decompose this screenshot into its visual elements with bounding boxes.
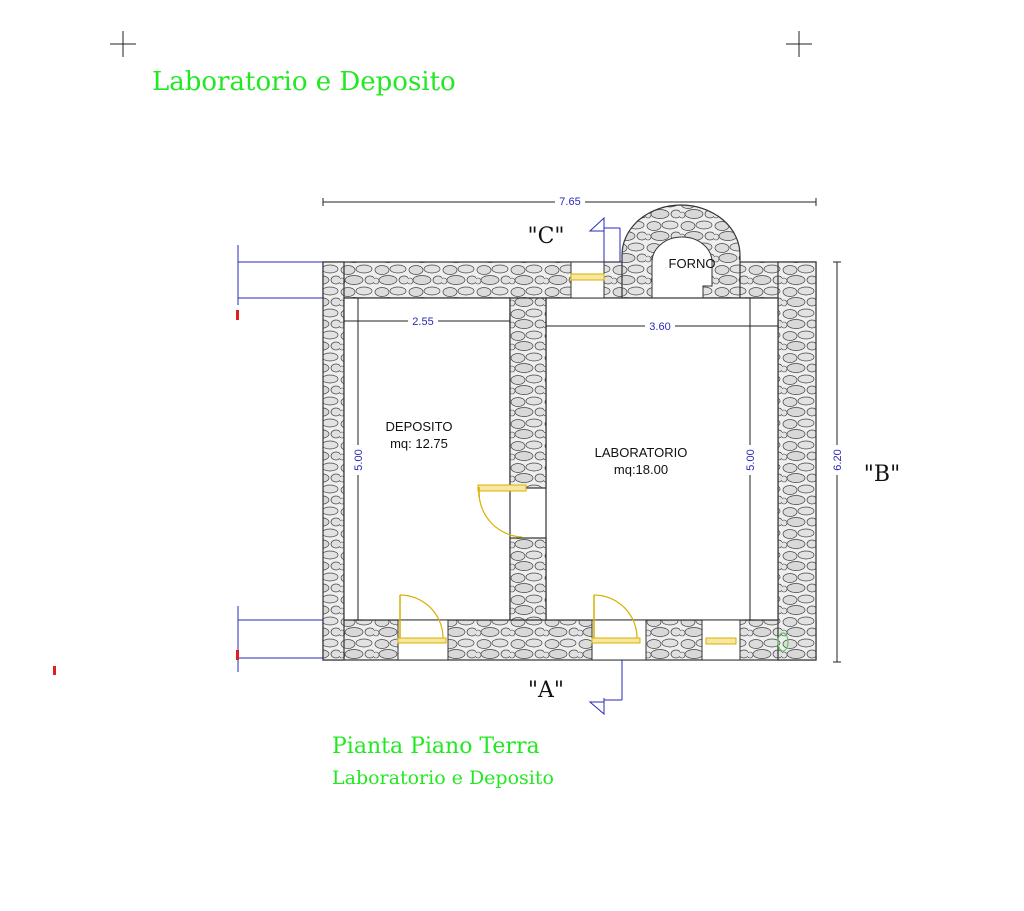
red-marks: [53, 310, 239, 675]
left-reference-lines: [237, 245, 323, 672]
deposito-width-label: 2.55: [412, 316, 433, 328]
dimension-laboratorio-depth: 5.00: [743, 297, 757, 621]
room-interior: [343, 297, 779, 621]
interior-door: [477, 484, 527, 538]
total-depth-label: 6.20: [832, 449, 844, 470]
page-title: Laboratorio e Deposito: [152, 67, 456, 97]
dimension-total-width: 7.65: [322, 195, 817, 208]
bottom-door-laboratorio: [591, 594, 647, 661]
section-label-c: "C": [527, 224, 564, 249]
drawing-title: Pianta Piano Terra: [332, 734, 540, 759]
room-name-laboratorio: LABORATORIO: [595, 445, 688, 460]
deposito-depth-label: 5.00: [353, 449, 365, 470]
section-label-a: "A": [528, 678, 564, 703]
dimension-deposito-width: 2.55: [343, 315, 511, 328]
dimension-total-depth: 6.20: [830, 261, 844, 663]
partition-wall: [509, 297, 547, 621]
room-name-forno: FORNO: [669, 256, 716, 271]
section-label-b: "B": [864, 462, 900, 487]
green-mark: [777, 632, 789, 652]
room-area-deposito: mq: 12.75: [390, 436, 448, 451]
laboratorio-width-label: 3.60: [649, 321, 670, 333]
laboratorio-depth-label: 5.00: [745, 449, 757, 470]
room-name-deposito: DEPOSITO: [386, 419, 453, 434]
crop-mark-right: [786, 31, 812, 57]
bottom-window: [701, 619, 741, 661]
bottom-door-deposito: [397, 594, 449, 661]
crop-mark-left: [110, 31, 136, 57]
top-window: [570, 261, 605, 299]
section-marker-c: [588, 216, 621, 262]
oven-dome: [621, 204, 741, 307]
dimension-laboratorio-width: 3.60: [545, 320, 779, 333]
drawing-subtitle: Laboratorio e Deposito: [332, 767, 554, 789]
room-area-laboratorio: mq:18.00: [614, 462, 668, 477]
total-width-label: 7.65: [559, 196, 580, 208]
section-marker-a: [588, 660, 623, 716]
dimension-deposito-depth: 5.00: [351, 297, 365, 621]
